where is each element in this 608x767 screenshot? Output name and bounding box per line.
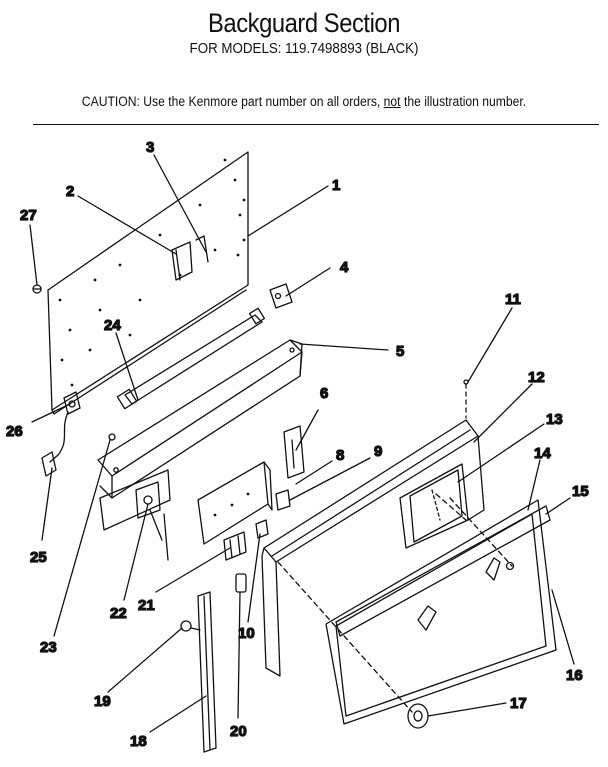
part-20-spacer (235, 573, 247, 593)
callout-numbers: 1 2 3 4 5 6 8 9 10 11 12 13 14 15 16 17 … (5, 138, 589, 750)
part-21-connector (223, 531, 247, 561)
part-17-bumper (407, 703, 429, 729)
part-22-switch (99, 469, 171, 561)
part-5-channel (97, 339, 303, 499)
part-18-end-trim (197, 591, 217, 753)
caution-text: CAUTION: Use the Kenmore part number on … (81, 94, 384, 109)
part-23-screw (108, 433, 116, 441)
callout-23: 23 (40, 639, 57, 656)
model-subtitle: FOR MODELS: 119.7498893 (BLACK) (189, 41, 419, 57)
callout-14: 14 (534, 445, 551, 462)
part-6-bracket (283, 425, 305, 479)
callout-6: 6 (320, 385, 328, 402)
callout-10: 10 (238, 625, 255, 642)
page-title: Backguard Section (208, 8, 400, 38)
callout-2: 2 (66, 183, 74, 200)
caution-emphasis: not (383, 94, 401, 109)
part-11-screw (463, 379, 469, 419)
callout-3: 3 (146, 139, 154, 156)
callout-4: 4 (340, 259, 349, 276)
callout-15: 15 (572, 483, 589, 500)
callout-1: 1 (332, 177, 340, 194)
part-13-window (409, 469, 463, 543)
callout-20: 20 (230, 723, 247, 740)
part-25-wire-lead (41, 411, 69, 477)
part-10-clip (255, 519, 269, 539)
part-24-lamp (116, 307, 266, 410)
part-2-bracket (171, 241, 193, 281)
part-4-end-bracket (269, 283, 293, 309)
alignment-lines (277, 493, 513, 713)
callout-13: 13 (546, 411, 563, 428)
callout-8: 8 (336, 447, 344, 464)
callout-16: 16 (566, 667, 583, 684)
caution-note: CAUTION: Use the Kenmore part number on … (30, 94, 577, 109)
callout-22: 22 (110, 605, 127, 622)
part-8-terminal-block (197, 461, 273, 545)
callout-24: 24 (104, 317, 121, 334)
part-19-clip (180, 620, 201, 632)
part-3-clip (195, 235, 209, 263)
part-14-glass-panel (325, 499, 557, 725)
callout-11: 11 (505, 291, 521, 308)
leader-lines (29, 154, 575, 733)
callout-17: 17 (510, 695, 527, 712)
callout-19: 19 (94, 693, 111, 710)
callout-27: 27 (20, 207, 37, 224)
callout-12: 12 (528, 369, 545, 386)
header-divider (33, 124, 599, 125)
callout-26: 26 (6, 423, 23, 440)
callout-21: 21 (138, 597, 155, 614)
callout-18: 18 (130, 733, 147, 750)
part-12-front-frame (261, 419, 485, 677)
callout-25: 25 (30, 549, 47, 566)
part-27-screw (32, 284, 42, 294)
part-15-overlay-trim (335, 505, 551, 637)
part-9-insert (275, 489, 291, 511)
callout-5: 5 (396, 343, 404, 360)
caution-text-end: the illustration number. (400, 94, 527, 109)
part-1-rear-panel (47, 151, 249, 415)
callout-9: 9 (374, 443, 382, 460)
